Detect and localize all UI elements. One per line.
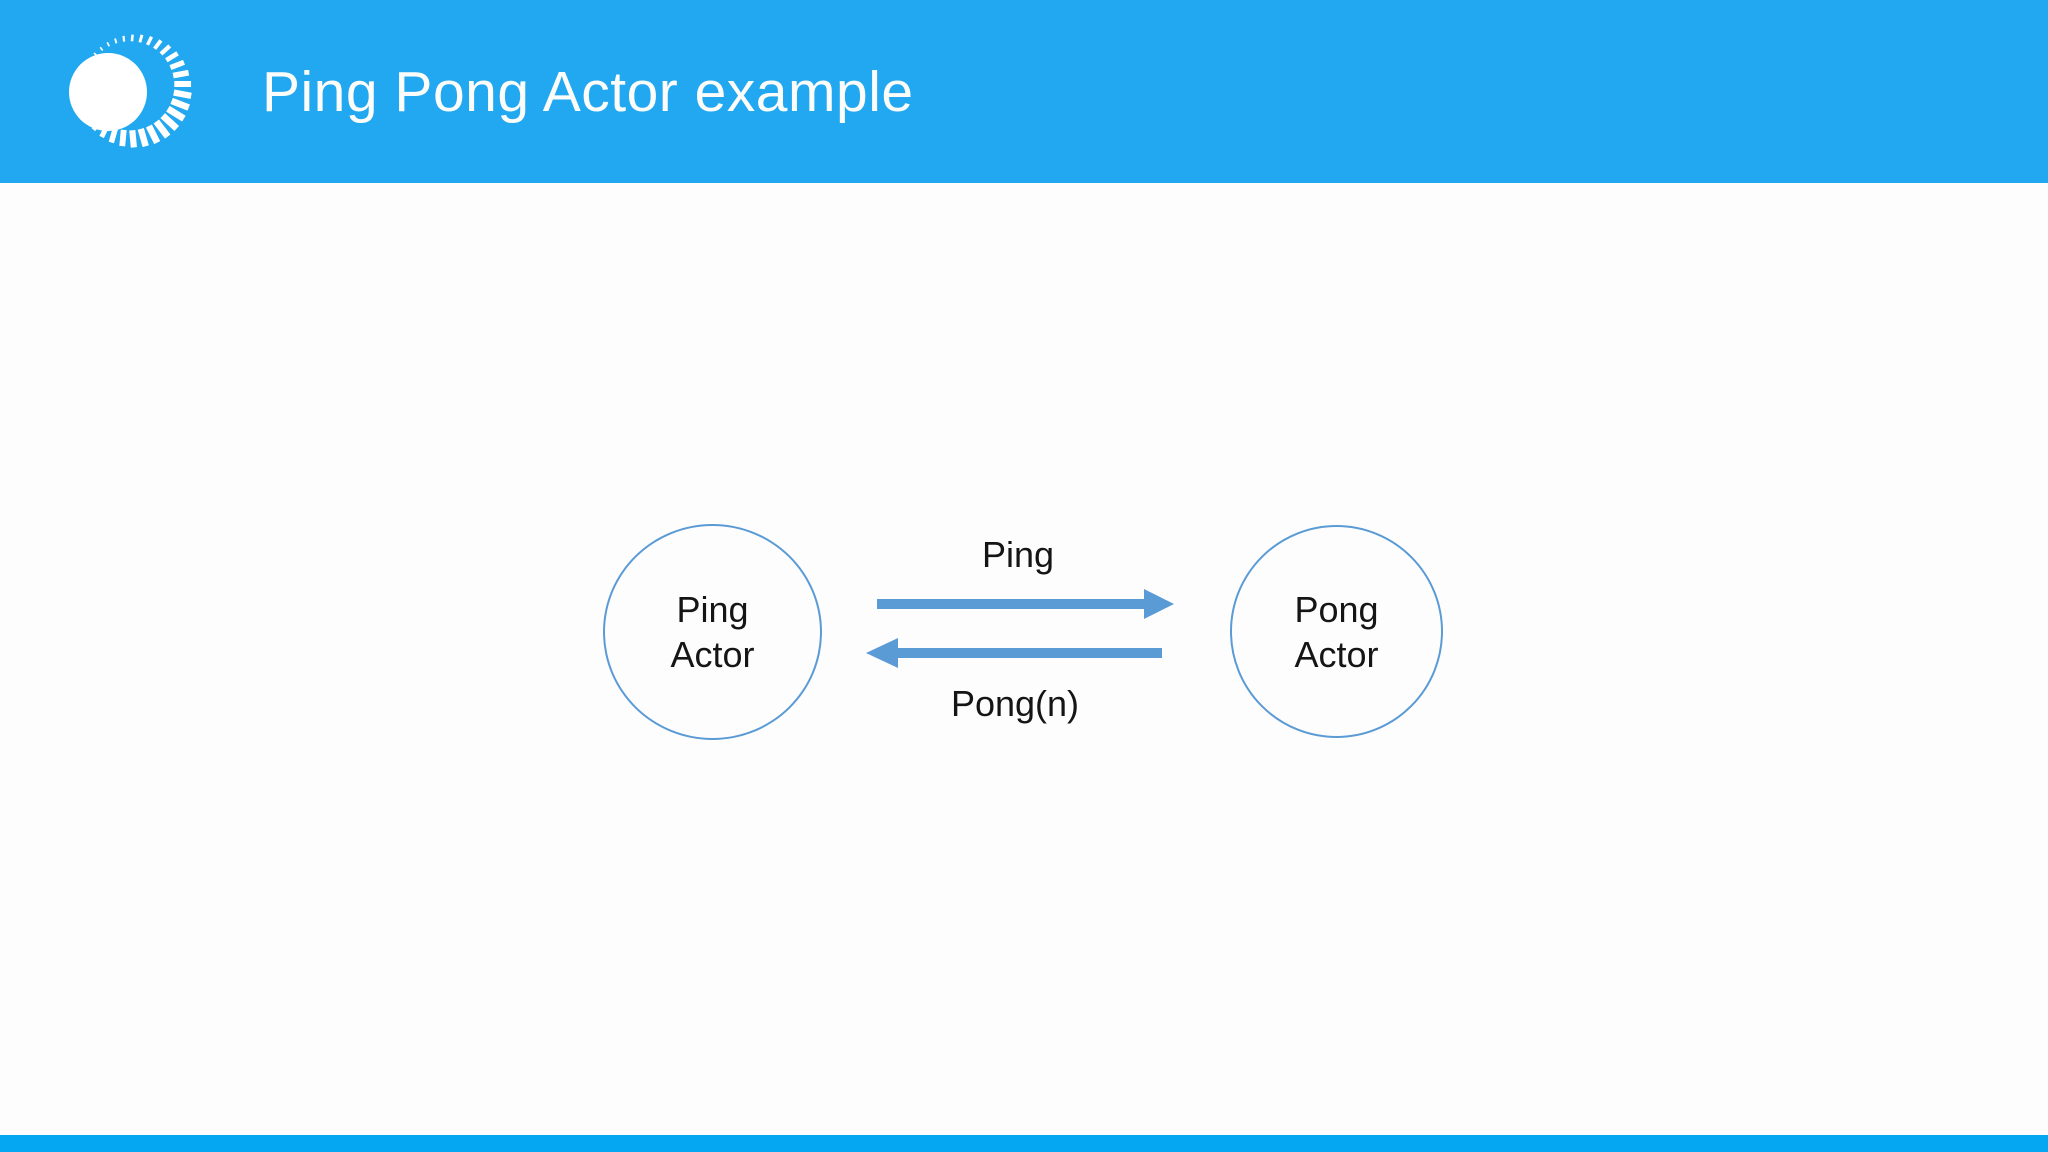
actor-label-line: Pong — [1294, 588, 1379, 630]
ping-arrow-right-icon — [877, 589, 1174, 619]
message-arrows — [866, 589, 1174, 668]
actor-label-line: Actor — [1294, 633, 1379, 675]
header-bar: Ping Pong Actor example — [0, 0, 2048, 183]
pong-arrow-left-icon — [866, 638, 1162, 668]
footer-bar — [0, 1135, 2048, 1152]
pong-actor-node: Pong Actor — [1230, 525, 1443, 738]
message-label-ping: Ping — [981, 534, 1055, 575]
actor-label-line: Actor — [670, 634, 755, 675]
message-label-pong: Pong(n) — [950, 683, 1080, 724]
logo-core-circle — [69, 53, 147, 131]
ping-actor-node: Ping Actor — [603, 524, 822, 740]
slide-canvas: Ping Actor Pong Actor Ping Pong(n) — [0, 183, 2048, 1135]
sunburst-spinner-icon — [42, 8, 192, 158]
actor-label-line: Ping — [676, 589, 749, 630]
page-title: Ping Pong Actor example — [262, 60, 914, 124]
